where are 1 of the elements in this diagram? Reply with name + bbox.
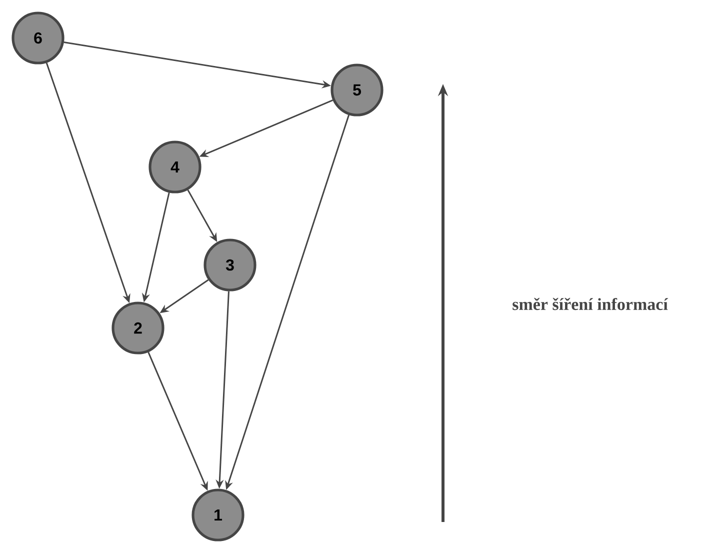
direction-label: směr šíření informací bbox=[512, 298, 668, 310]
